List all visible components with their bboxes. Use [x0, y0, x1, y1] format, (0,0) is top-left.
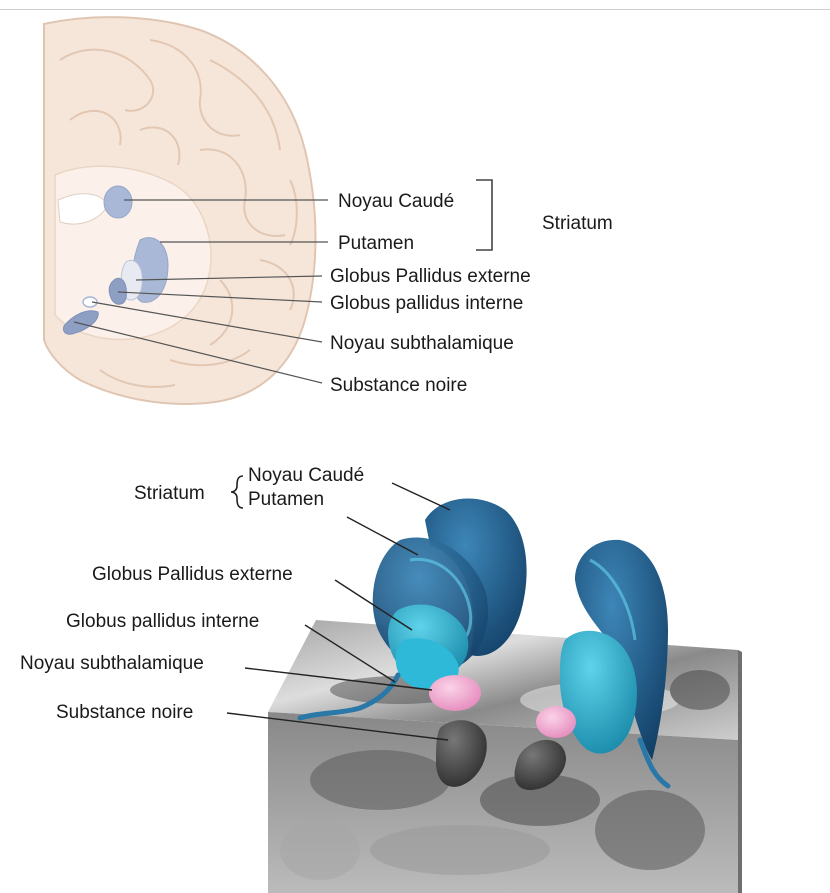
label-putamen: Putamen [338, 233, 414, 254]
striatum-brace-bottom [231, 476, 243, 508]
label-gp-externe: Globus Pallidus externe [330, 266, 531, 287]
label-striatum: Striatum [542, 213, 613, 234]
label3d-putamen: Putamen [248, 489, 324, 510]
label3d-substance-noire: Substance noire [56, 702, 193, 723]
label-gp-interne: Globus pallidus interne [330, 293, 523, 314]
label-subthalamique: Noyau subthalamique [330, 333, 514, 354]
coronal-section [44, 17, 316, 404]
leader3d-putamen [347, 517, 418, 555]
label3d-subthalamique: Noyau subthalamique [20, 653, 204, 674]
label-substance-noire: Substance noire [330, 375, 467, 396]
leader3d-noyau-caude [392, 483, 450, 510]
right-subthalamic-3d [536, 706, 576, 738]
label3d-gp-externe: Globus Pallidus externe [92, 564, 293, 585]
left-subthalamic-3d [429, 675, 481, 711]
label3d-gp-interne: Globus pallidus interne [66, 611, 259, 632]
label-noyau-caude: Noyau Caudé [338, 191, 454, 212]
noyau-caude-shape [104, 186, 132, 218]
striatum-bracket-top [476, 180, 492, 250]
mri-slab-side [738, 650, 742, 893]
gp-interne-shape [109, 278, 126, 304]
label3d-striatum: Striatum [134, 483, 205, 504]
mri-slab [268, 620, 742, 893]
label3d-noyau-caude: Noyau Caudé [248, 465, 364, 486]
